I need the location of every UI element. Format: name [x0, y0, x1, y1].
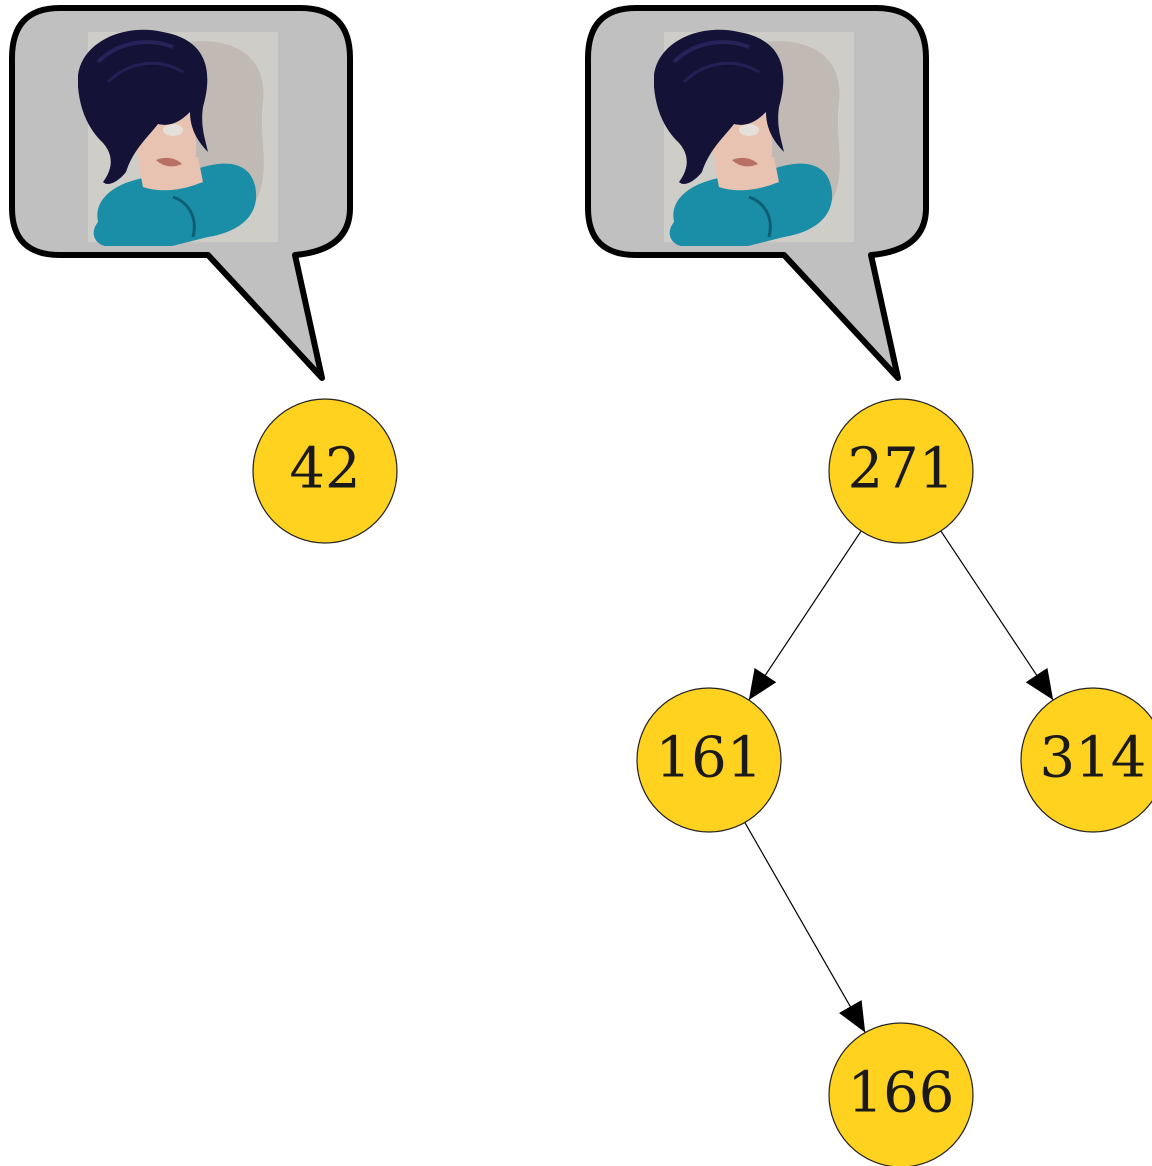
tree-node-271: 271: [828, 398, 974, 544]
tree-node-314: 314: [1020, 687, 1152, 833]
edge-161-to-166: [744, 822, 866, 1033]
speech-bubble-left: [9, 5, 353, 381]
edge-271-to-161: [748, 530, 862, 701]
node-circle: [1020, 687, 1152, 833]
edges-layer: [744, 530, 1054, 1033]
avatar-portrait-icon: [654, 30, 854, 247]
node-circle: [828, 1022, 974, 1166]
node-label: 314: [1040, 726, 1147, 791]
node-circle: [636, 687, 782, 833]
node-circle: [828, 398, 974, 544]
tree-node-166: 166: [828, 1022, 974, 1166]
nodes-layer: 42 271 161 314 166: [252, 398, 1152, 1166]
node-label: 161: [656, 726, 763, 791]
avatar-portrait-icon: [78, 30, 278, 247]
tree-node-42: 42: [252, 398, 398, 544]
node-label: 42: [289, 437, 360, 502]
node-circle: [252, 398, 398, 544]
tree-node-161: 161: [636, 687, 782, 833]
edge-271-to-314: [940, 530, 1054, 701]
node-label: 271: [848, 437, 955, 502]
speech-bubble-right: [585, 5, 929, 381]
node-label: 166: [848, 1061, 955, 1126]
